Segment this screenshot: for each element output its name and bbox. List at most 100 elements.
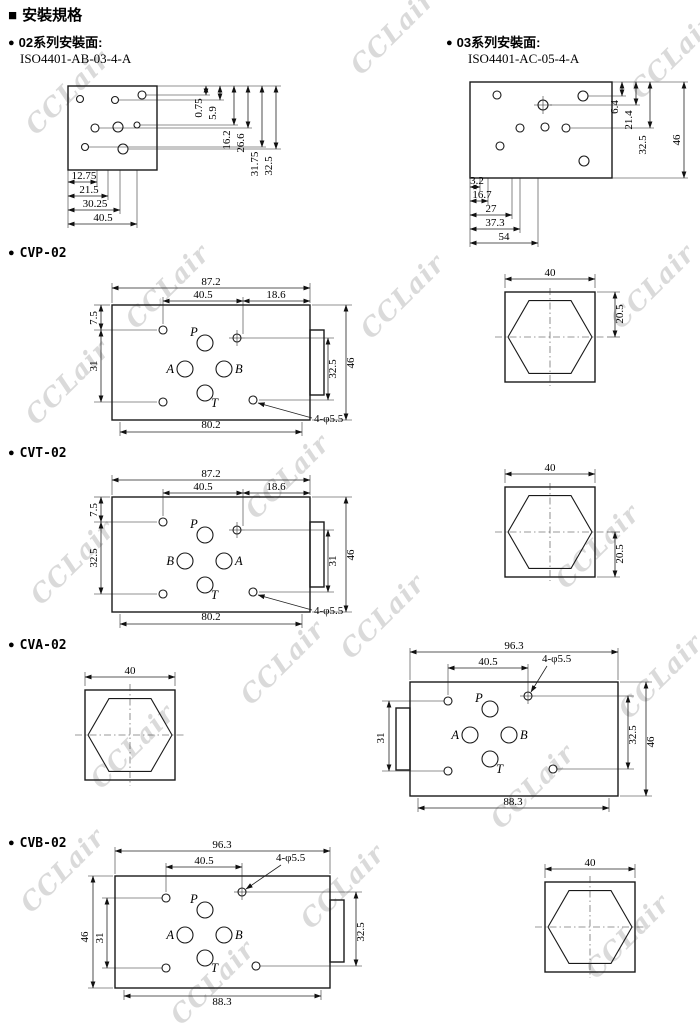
port-label-t: T <box>211 961 219 975</box>
iso-code-03: ISO4401-AC-05-4-A <box>468 51 580 66</box>
cvb02-label-text: CVB-02 <box>19 836 67 851</box>
dim-holes-callout: 4-φ5.5 <box>542 653 572 665</box>
mounting-holes <box>75 90 147 155</box>
dim-top-width: 96.3 <box>504 640 524 652</box>
bullet-icon: ● <box>8 837 15 849</box>
dim-02-h4: 40.5 <box>93 212 113 224</box>
bullet-icon: ● <box>8 37 15 49</box>
port-label-p: P <box>189 517 198 531</box>
port-label-b: B <box>235 362 243 376</box>
dim-plug-depth: 20.5 <box>614 544 626 564</box>
dim-right-inner: 32.5 <box>627 725 639 745</box>
iso4401-03-mounting-face-drawing: 0.75 5.9 16.2 26.6 31.75 32.5 12.75 21.5… <box>67 85 281 228</box>
plug-body <box>75 684 185 786</box>
dim-02-h1: 12.75 <box>72 170 97 182</box>
dim-03-h3: 27 <box>486 203 498 215</box>
dim-02-v6: 32.5 <box>263 156 275 176</box>
section-03-label: ●03系列安裝面: <box>446 32 540 51</box>
dim-bottom: 80.2 <box>201 419 220 431</box>
page-title-text: 安裝規格 <box>22 7 83 24</box>
plug-body <box>495 288 605 386</box>
section-02-label: ●02系列安裝面: <box>8 32 102 51</box>
section-cvt02-label: ● CVT-02 <box>8 446 67 461</box>
dimensions: 87.2 40.5 18.6 7.5 31 32.5 46 80.2 4-φ5.… <box>88 276 357 436</box>
dim-right-offset: 18.6 <box>266 481 286 493</box>
valve-body-outline <box>395 681 619 797</box>
cvp02-label-text: CVP-02 <box>19 246 67 261</box>
dim-inner-width: 40.5 <box>478 656 498 668</box>
dim-holes-callout: 4-φ5.5 <box>276 852 306 864</box>
dim-left-side: 32.5 <box>88 548 100 568</box>
dim-left-top: 7.5 <box>88 503 100 517</box>
valve-body-outline <box>111 496 325 613</box>
cvt02-label-text: CVT-02 <box>19 446 67 461</box>
horizontal-dimensions: 3.2 16.7 27 37.3 54 <box>469 175 539 247</box>
cva02-label-text: CVA-02 <box>19 638 67 653</box>
dim-02-v2: 5.9 <box>207 106 219 120</box>
section-02-text: 02系列安裝面: <box>18 35 103 50</box>
dim-top-width: 87.2 <box>201 468 220 480</box>
bullet-icon: ● <box>446 37 453 49</box>
cvp02-valve-drawing: P A B T 87.2 40.5 18.6 7.5 31 32.5 46 80… <box>88 276 357 436</box>
cvt02-plug-drawing: 40 20.5 <box>495 462 626 581</box>
dim-inner-width: 40.5 <box>194 855 214 867</box>
plug-body <box>535 876 645 978</box>
dim-left-side: 31 <box>375 733 387 744</box>
dim-02-v5: 31.75 <box>249 151 261 176</box>
port-label-p: P <box>189 892 198 906</box>
dim-02-v4: 26.6 <box>235 133 247 153</box>
port-label-t: T <box>211 588 219 602</box>
port-label-p: P <box>189 325 198 339</box>
mounting-holes <box>158 325 258 407</box>
dim-02-h3: 30.25 <box>83 198 108 210</box>
ports: P A B T <box>165 325 243 410</box>
ports: P A B T <box>450 691 528 776</box>
dim-02-v1: 0.75 <box>193 98 205 118</box>
mounting-holes <box>161 884 261 973</box>
dimensions: 40 <box>544 857 636 878</box>
section-cvb02-label: ● CVB-02 <box>8 836 67 851</box>
port-label-a: A <box>165 928 174 942</box>
port-label-t: T <box>496 762 504 776</box>
iso4401-05-mounting-face-drawing: 6.4 21.4 32.5 46 3.2 16.7 27 37.3 54 <box>469 81 688 247</box>
dimensions: 96.3 40.5 4-φ5.5 46 31 32.5 88.3 <box>79 839 367 1008</box>
vertical-dimensions: 0.75 5.9 16.2 26.6 31.75 32.5 <box>89 85 281 176</box>
section-cva02-label: ●CVA-02 <box>8 638 67 653</box>
title-square-bullet: ■ <box>8 7 18 24</box>
dim-right-outer: 46 <box>345 549 357 561</box>
dim-top-width: 87.2 <box>201 276 220 288</box>
dim-plug-width: 40 <box>545 267 557 279</box>
section-03-text: 03系列安裝面: <box>456 35 541 50</box>
dim-left-side: 31 <box>94 933 106 944</box>
dim-left-outer: 46 <box>79 931 91 943</box>
ports: P B A T <box>166 517 243 602</box>
bullet-icon: ● <box>8 247 15 259</box>
dim-bottom: 80.2 <box>201 611 220 623</box>
dimensions: 40 <box>84 665 176 686</box>
dim-bottom: 88.3 <box>503 796 523 808</box>
ports: P A B T <box>165 892 243 975</box>
dimensions: 40 20.5 <box>504 267 626 338</box>
dim-03-h1: 3.2 <box>470 175 484 187</box>
dim-plug-width: 40 <box>585 857 597 869</box>
vertical-dimensions: 6.4 21.4 32.5 46 <box>550 81 688 179</box>
port-label-b: B <box>235 928 243 942</box>
port-label-b: B <box>520 728 528 742</box>
iso-code-02: ISO4401-AB-03-4-A <box>20 51 132 66</box>
cvp02-plug-drawing: 40 20.5 <box>495 267 626 386</box>
dim-left-top: 7.5 <box>88 311 100 325</box>
bullet-icon: ● <box>8 447 15 459</box>
dim-plug-width: 40 <box>125 665 137 677</box>
dim-right-inner: 32.5 <box>355 922 367 942</box>
dim-right-outer: 46 <box>345 357 357 369</box>
port-label-p: P <box>474 691 483 705</box>
dimensions: 87.2 40.5 18.6 7.5 32.5 31 46 80.2 4-φ5.… <box>88 468 357 628</box>
dim-03-h4: 37.3 <box>485 217 505 229</box>
dim-02-v3: 16.2 <box>221 130 233 149</box>
cvt02-valve-drawing: P B A T 87.2 40.5 18.6 7.5 32.5 31 46 80… <box>88 468 357 628</box>
dim-left-side: 31 <box>88 361 100 372</box>
dim-right-offset: 18.6 <box>266 289 286 301</box>
dim-03-v1: 6.4 <box>609 100 621 114</box>
mounting-holes <box>158 517 258 599</box>
dim-right-inner: 32.5 <box>327 359 339 379</box>
